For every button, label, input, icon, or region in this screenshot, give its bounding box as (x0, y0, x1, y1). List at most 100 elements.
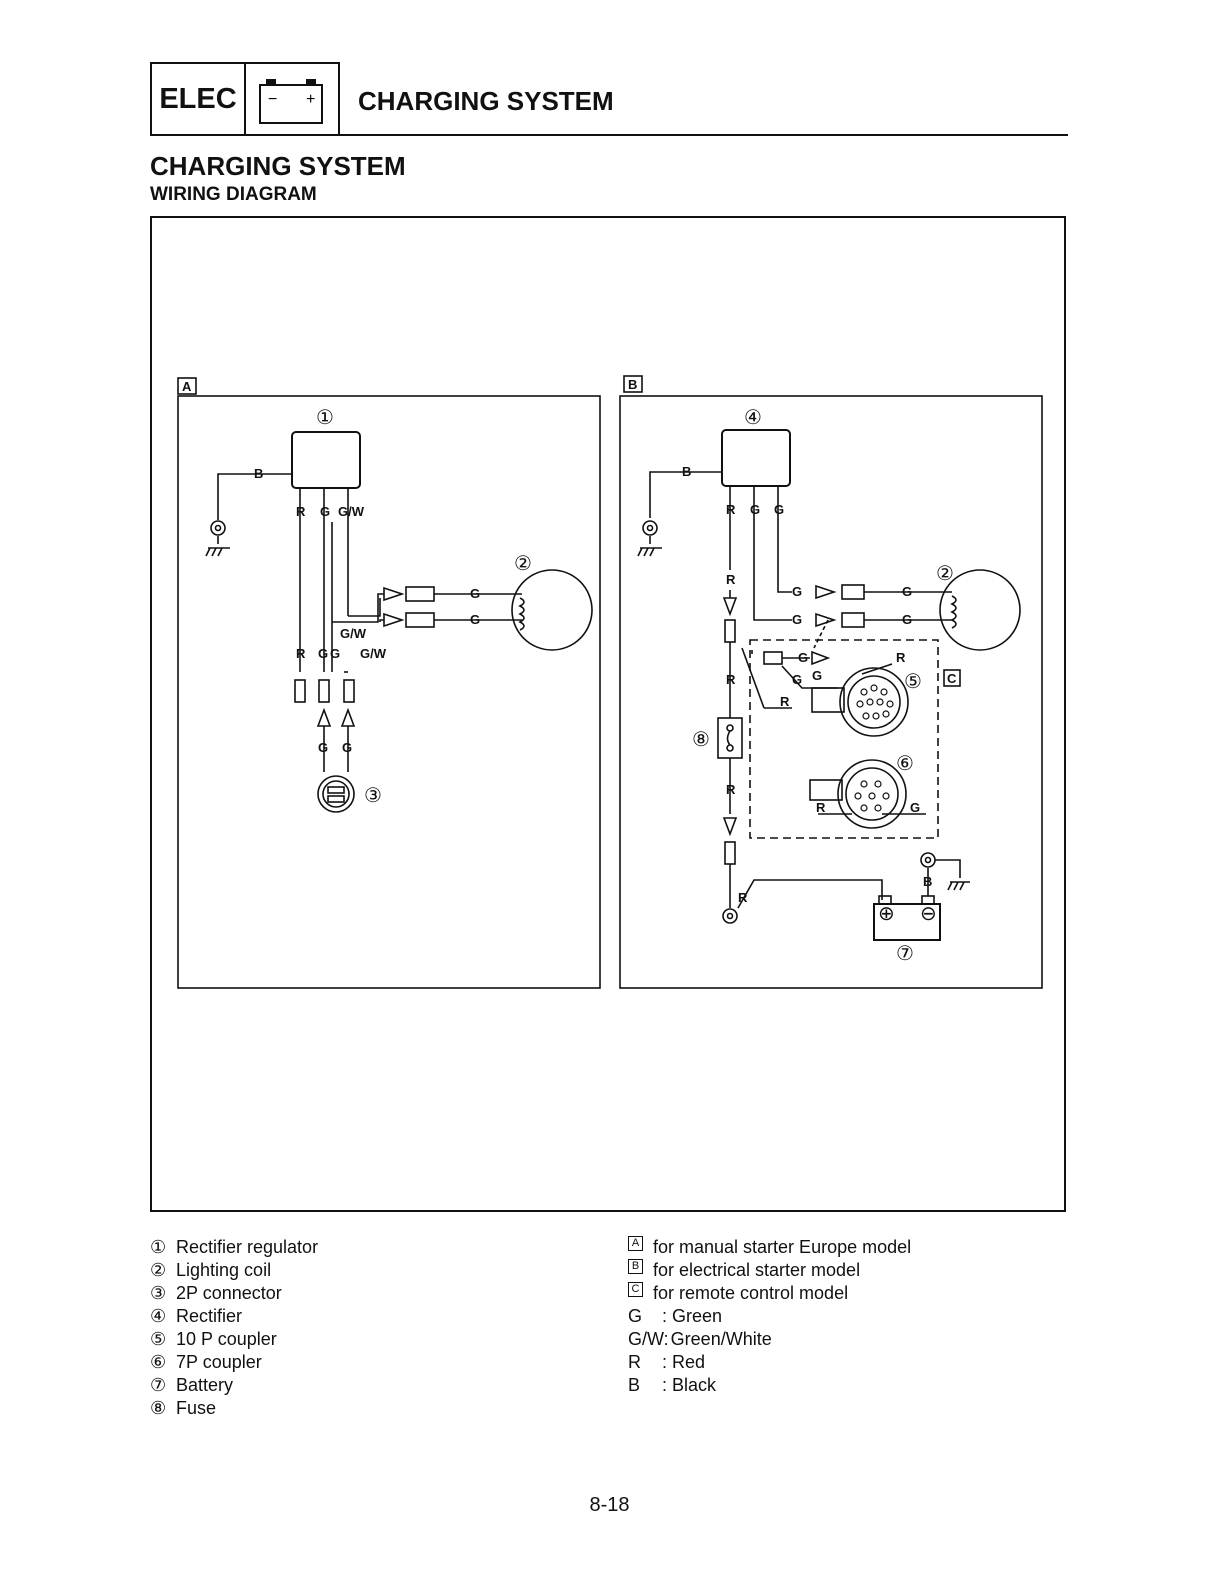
legend-color-item: G : Green (628, 1305, 911, 1328)
wire-label-gw: G/W (340, 626, 367, 641)
legend-left: ① Rectifier regulator ② Lighting coil ③ 2P … (150, 1236, 318, 1420)
wire-label-g: G (910, 800, 920, 815)
legend-marker: ④ (150, 1306, 167, 1326)
legend-text: for manual starter Europe model (653, 1237, 912, 1257)
panel-c-tag-box (943, 669, 961, 687)
seven-p-coupler (837, 759, 907, 829)
wire-label-b: B (923, 874, 932, 889)
panel-c-frame (749, 639, 939, 839)
wire-label-b: B (682, 464, 691, 479)
battery-icon: − + (246, 64, 338, 134)
wire-label-g: G (902, 584, 912, 599)
wire-label-r: R (296, 646, 306, 661)
panel-b-tag-box (623, 375, 643, 393)
rectifier-box (721, 429, 791, 487)
wire-label-g: G (318, 740, 328, 755)
legend-text: for electrical starter model (653, 1260, 861, 1280)
panel-b-tag: B (628, 377, 637, 392)
wire-label-g: G (330, 646, 340, 661)
wire-label-r: R (726, 572, 736, 587)
battery-plus-sign: + (306, 91, 315, 108)
header-rule (340, 134, 1068, 136)
legend-color-item: B: Black (628, 1374, 911, 1397)
legend-marker: ② (150, 1260, 167, 1280)
marker-4: ④ (744, 407, 762, 429)
wiring-diagram: A B C B R G G/W G G G/W R G G G/W G G B … (150, 216, 1066, 1212)
legend-text: Fuse (176, 1398, 217, 1418)
legend-color-item: R: Red (628, 1351, 911, 1374)
wire-label-g: G (320, 504, 330, 519)
panel-a-tag-box (177, 377, 197, 395)
wire-label-gw: G/W (360, 646, 387, 661)
panel-b-ground-wire (649, 471, 722, 518)
rectifier-regulator-box (291, 431, 361, 489)
wire-label-g: G (798, 650, 808, 665)
wire-label-g: G (470, 612, 480, 627)
legend-text: 2P connector (176, 1283, 282, 1303)
legend-item: ⑤ 10 P coupler (150, 1328, 318, 1351)
wire-label-g: G (812, 668, 822, 683)
panel-a-ground-wire (217, 473, 292, 520)
color-text: Green/White (670, 1329, 772, 1349)
section-header-box: ELEC − + (150, 62, 340, 136)
battery-box (873, 903, 941, 941)
marker-7: ⑦ (896, 943, 914, 965)
legend-item: ④ Rectifier (150, 1305, 318, 1328)
color-text: : Black (662, 1375, 717, 1395)
color-code: G (628, 1306, 643, 1326)
color-code: R (628, 1352, 641, 1372)
model-tag: B (628, 1259, 643, 1274)
wire-label-r: R (726, 672, 736, 687)
wire-label-r: R (296, 504, 306, 519)
legend-text: Rectifier regulator (176, 1237, 319, 1257)
model-tag: C (628, 1282, 643, 1297)
panel-a-ground-terminal (210, 520, 226, 536)
page-number: 8-18 (589, 1494, 630, 1516)
wire-label-g: G (792, 672, 802, 687)
legend-marker: ③ (150, 1283, 167, 1303)
wire-label-g: G (318, 646, 328, 661)
battery-minus-sign: − (268, 91, 277, 108)
color-code: G/W: (628, 1329, 669, 1349)
marker-8: ⑧ (692, 729, 710, 751)
wire-label-g: G (750, 502, 760, 517)
wire-label-g: G (342, 740, 352, 755)
header-title: CHARGING SYSTEM (358, 86, 614, 116)
wire-label-r: R (896, 650, 906, 665)
wire-label-r: R (738, 890, 748, 905)
panel-b-frame (619, 395, 1043, 989)
model-tag: A (628, 1236, 643, 1251)
legend-text: Rectifier (176, 1306, 243, 1326)
legend-item: ③ 2P connector (150, 1282, 318, 1305)
panel-a-2p-connector (317, 775, 355, 813)
fuse-box (717, 717, 743, 759)
marker-5: ⑤ (904, 671, 922, 693)
wire-label-g: G (792, 584, 802, 599)
wire-label-b: B (254, 466, 263, 481)
battery-negative-sign: ⊖ (920, 903, 937, 925)
panel-b-battery-terminal (722, 908, 738, 924)
wire-label-r: R (726, 782, 736, 797)
legend-color-item: G/W:Green/White (628, 1328, 911, 1351)
panel-a-lighting-coil (511, 569, 593, 651)
wire-label-gw: G/W (338, 504, 365, 519)
panel-a-tag: A (182, 379, 192, 394)
legend-marker: ① (150, 1237, 167, 1257)
wire-label-r: R (780, 694, 790, 709)
wire-label-g: G (902, 612, 912, 627)
legend-marker: ⑤ (150, 1329, 167, 1349)
legend-text: 10 P coupler (176, 1329, 277, 1349)
wire-label-g: G (774, 502, 784, 517)
page-title: CHARGING SYSTEM (150, 151, 406, 181)
color-text: : Green (662, 1306, 723, 1326)
marker-1: ① (316, 407, 334, 429)
panel-b-lighting-coil (939, 569, 1021, 651)
legend-text: Lighting coil (176, 1260, 272, 1280)
header-rule-left (150, 134, 190, 136)
